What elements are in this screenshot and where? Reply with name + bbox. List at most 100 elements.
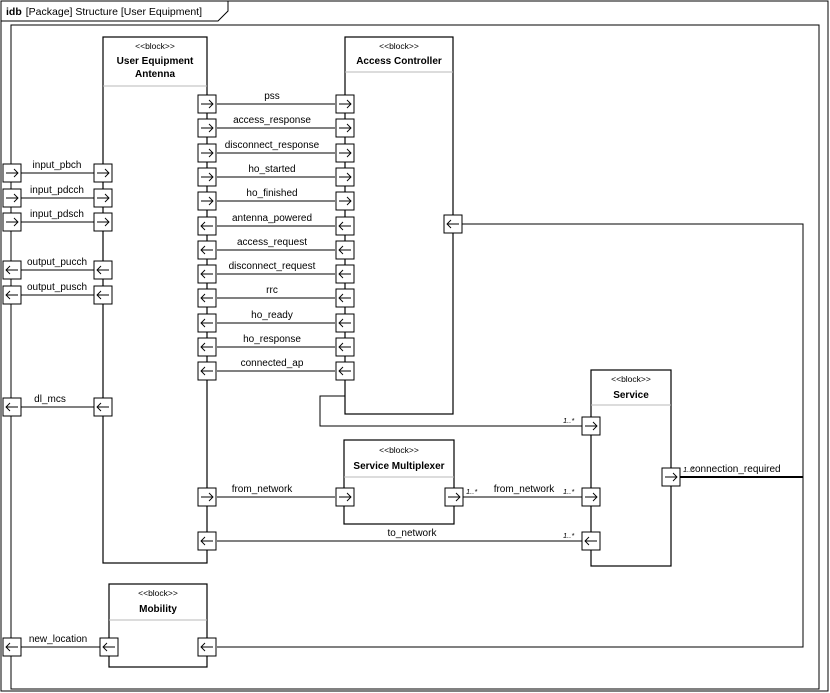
connector-label-ho-ready: ho_ready — [251, 310, 293, 321]
antenna-port-access-response[interactable] — [197, 118, 217, 138]
connector-label-rrc: rrc — [266, 285, 278, 296]
controller-port-connected-ap[interactable] — [335, 361, 355, 381]
arrow-left-icon — [338, 221, 351, 231]
block-mobility[interactable]: <<block>> Mobility — [108, 583, 208, 668]
antenna-port-access-request[interactable] — [197, 240, 217, 260]
port-label-new-location: new_location — [29, 634, 87, 645]
stereotype-label: <<block>> — [135, 41, 175, 51]
mobility-port-location[interactable] — [197, 637, 217, 657]
arrow-right-icon — [585, 421, 598, 431]
labels: input_pbch input_pdcch input_pdsch outpu… — [27, 91, 781, 645]
controller-port-antenna-powered[interactable] — [335, 216, 355, 236]
arrow-left-icon — [96, 265, 109, 275]
antenna-port-connected-ap[interactable] — [197, 361, 217, 381]
controller-port-access-request[interactable] — [335, 240, 355, 260]
antenna-port-input_pbch[interactable] — [93, 163, 113, 183]
arrow-right-icon — [201, 99, 214, 109]
arrow-left-icon — [96, 402, 109, 412]
service-port-to-network[interactable] — [581, 531, 601, 551]
antenna-port-ho-finished[interactable] — [197, 191, 217, 211]
antenna-port-output_pucch[interactable] — [93, 260, 113, 280]
block-service[interactable]: <<block>> Service — [590, 369, 672, 567]
antenna-port-to-network[interactable] — [197, 531, 217, 551]
arrow-right-icon — [665, 472, 678, 482]
block-user-equipment-antenna[interactable]: <<block>> User Equipment Antenna — [102, 36, 208, 564]
frame-title-tab — [0, 0, 229, 22]
antenna-port-from-network[interactable] — [197, 487, 217, 507]
frame-port-new-location[interactable] — [2, 637, 22, 657]
arrow-left-icon — [338, 245, 351, 255]
frame-port-dl_mcs[interactable] — [2, 397, 22, 417]
port-label-output-pucch: output_pucch — [27, 257, 87, 268]
block-name: Access Controller — [356, 56, 442, 67]
block-service-multiplexer[interactable]: <<block>> Service Multiplexer — [343, 439, 455, 525]
frame-kind: idb — [6, 6, 22, 18]
arrow-right-icon — [6, 168, 19, 178]
controller-port-disconnect-request[interactable] — [335, 264, 355, 284]
connector-controller-mobility — [217, 223, 804, 648]
multiplicity-service-out: 1..* — [563, 531, 575, 540]
arrow-right-icon — [339, 148, 352, 158]
frame-port-output_pucch[interactable] — [2, 260, 22, 280]
service-port-connection-required[interactable] — [661, 467, 681, 487]
multiplicity-service-ap: 1..* — [563, 416, 575, 425]
frame-port-input_pdcch[interactable] — [2, 188, 22, 208]
frame-title-text: [Package] Structure [User Equipment] — [26, 6, 202, 18]
controller-port-pss[interactable] — [335, 94, 355, 114]
multiplexer-port-in[interactable] — [335, 487, 355, 507]
controller-port-access-response[interactable] — [335, 118, 355, 138]
frame-port-input_pdsch[interactable] — [2, 212, 22, 232]
arrow-right-icon — [339, 172, 352, 182]
controller-port-rrc[interactable] — [335, 288, 355, 308]
antenna-port-ho-response[interactable] — [197, 337, 217, 357]
arrow-right-icon — [339, 492, 352, 502]
antenna-port-input_pdsch[interactable] — [93, 212, 113, 232]
antenna-port-rrc[interactable] — [197, 288, 217, 308]
block-name: Service — [613, 390, 649, 401]
controller-port-ho-ready[interactable] — [335, 313, 355, 333]
arrow-right-icon — [339, 196, 352, 206]
antenna-port-dl_mcs[interactable] — [93, 397, 113, 417]
arrow-left-icon — [200, 366, 213, 376]
controller-port-ho-started[interactable] — [335, 167, 355, 187]
block-access-controller[interactable]: <<block>> Access Controller — [344, 36, 454, 415]
connectors — [21, 103, 804, 648]
connector-label-disconnect-response: disconnect_response — [225, 140, 320, 151]
arrow-right-icon — [585, 492, 598, 502]
connector-label-ho-started: ho_started — [248, 164, 295, 175]
arrow-right-icon — [201, 196, 214, 206]
antenna-port-ho-started[interactable] — [197, 167, 217, 187]
antenna-port-antenna-powered[interactable] — [197, 216, 217, 236]
frame-port-output_pusch[interactable] — [2, 285, 22, 305]
multiplicity-connection-required: 1..* — [683, 465, 695, 474]
arrow-left-icon — [200, 293, 213, 303]
arrow-right-icon — [6, 217, 19, 227]
controller-port-disconnect-response[interactable] — [335, 143, 355, 163]
antenna-port-disconnect-response[interactable] — [197, 143, 217, 163]
arrow-left-icon — [338, 269, 351, 279]
stereotype-label: <<block>> — [379, 445, 419, 455]
connector-label-pss: pss — [264, 91, 280, 102]
antenna-port-input_pdcch[interactable] — [93, 188, 113, 208]
frame-port-input_pbch[interactable] — [2, 163, 22, 183]
port-label-input-pdcch: input_pdcch — [30, 185, 84, 196]
antenna-port-ho-ready[interactable] — [197, 313, 217, 333]
service-port-connected-ap[interactable] — [581, 416, 601, 436]
arrow-left-icon — [5, 402, 18, 412]
arrow-right-icon — [339, 99, 352, 109]
arrow-left-icon — [584, 536, 597, 546]
antenna-port-output_pusch[interactable] — [93, 285, 113, 305]
controller-port-ho-finished[interactable] — [335, 191, 355, 211]
multiplexer-port-out[interactable] — [444, 487, 464, 507]
package-boundary — [10, 24, 820, 690]
service-port-from-network[interactable] — [581, 487, 601, 507]
arrow-right-icon — [97, 193, 110, 203]
antenna-port-pss[interactable] — [197, 94, 217, 114]
arrow-right-icon — [97, 217, 110, 227]
controller-port-mobility[interactable] — [443, 214, 463, 234]
controller-port-ho-response[interactable] — [335, 337, 355, 357]
mobility-port-new-location[interactable] — [99, 637, 119, 657]
arrow-right-icon — [201, 148, 214, 158]
antenna-port-disconnect-request[interactable] — [197, 264, 217, 284]
